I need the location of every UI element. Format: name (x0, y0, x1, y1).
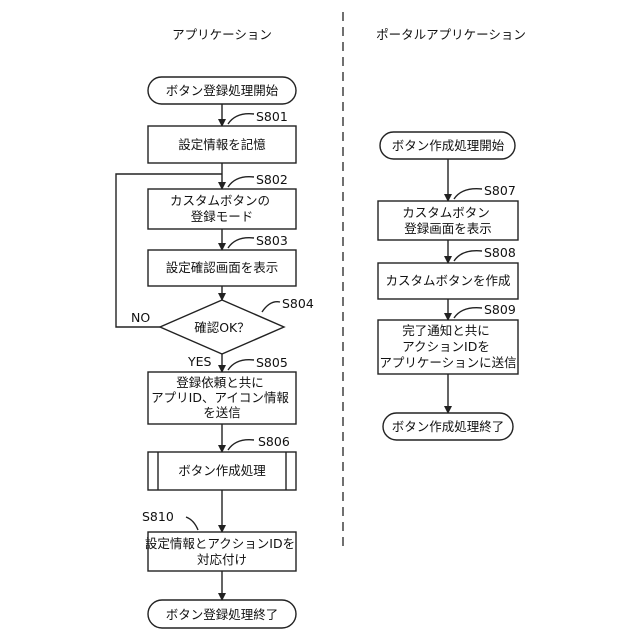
s808-label: カスタムボタンを作成 (385, 273, 510, 288)
right-end-label: ボタン作成処理終了 (392, 419, 505, 434)
no-label: NO (131, 310, 150, 325)
s801-label: 設定情報を記憶 (178, 137, 266, 152)
s804-step-id: S804 (282, 296, 314, 311)
lane-title-application: アプリケーション (172, 27, 272, 42)
s803-step-id: S803 (256, 233, 288, 248)
s807-step-id: S807 (484, 183, 516, 198)
s806-label: ボタン作成処理 (178, 463, 266, 478)
left-end-label: ボタン登録処理終了 (166, 607, 279, 622)
s805-step-id: S805 (256, 355, 288, 370)
left-start-terminal: ボタン登録処理開始 (148, 77, 296, 104)
s806-step-id: S806 (258, 434, 290, 449)
s804-label: 確認OK？ (194, 320, 250, 335)
s810-step-id: S810 (142, 509, 174, 524)
s808-step-id: S808 (484, 245, 516, 260)
step-s810: 設定情報とアクションIDを 対応付け S810 (142, 509, 299, 571)
yes-label: YES (187, 354, 212, 369)
right-start-label: ボタン作成処理開始 (392, 138, 505, 153)
s801-step-id: S801 (256, 109, 288, 124)
s803-label: 設定確認画面を表示 (166, 260, 279, 275)
right-end-terminal: ボタン作成処理終了 (383, 413, 513, 440)
right-start-terminal: ボタン作成処理開始 (380, 132, 515, 159)
s809-step-id: S809 (484, 302, 516, 317)
lane-title-portal: ポータルアプリケーション (376, 27, 526, 42)
s802-step-id: S802 (256, 172, 288, 187)
left-end-terminal: ボタン登録処理終了 (148, 600, 296, 628)
left-start-label: ボタン登録処理開始 (166, 83, 279, 98)
decision-s804: 確認OK？ S804 (160, 296, 314, 354)
s807-label: カスタムボタン 登録画面を表示 (402, 205, 494, 236)
